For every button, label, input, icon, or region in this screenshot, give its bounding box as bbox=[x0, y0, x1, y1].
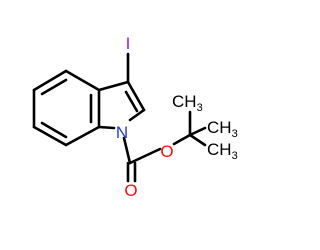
bond-c4-c5 bbox=[32, 69, 68, 92]
iodine-label: I bbox=[126, 34, 131, 53]
nitrogen-label: N bbox=[116, 123, 128, 142]
bond-c3a-c4 bbox=[64, 69, 101, 92]
methyl-top-label: CH3 bbox=[172, 92, 203, 114]
bond-c4-c5-inner bbox=[40, 78, 68, 96]
methyl-right-top-symbol: CH bbox=[207, 118, 232, 137]
bond-c3-c2 bbox=[126, 80, 146, 112]
methyl-right-bottom-label: CH3 bbox=[207, 140, 238, 162]
bond-c-o-ester bbox=[128, 147, 162, 165]
bond-o-c-tert bbox=[172, 133, 192, 146]
structure-diagram: I N O O CH3 CH3 CH3 bbox=[32, 34, 238, 200]
bond-c7-c7a bbox=[64, 125, 101, 147]
bond-c6-c7 bbox=[32, 125, 68, 147]
bond-c2-n1 bbox=[128, 108, 146, 122]
methyl-top-subscript: 3 bbox=[197, 102, 203, 114]
bond-c6-c7-inner bbox=[40, 121, 68, 139]
methyl-right-top-label: CH3 bbox=[207, 118, 238, 140]
bond-c3-c2-inner bbox=[124, 90, 139, 113]
methyl-right-bottom-symbol: CH bbox=[207, 140, 232, 159]
carbonyl-oxygen-label: O bbox=[124, 181, 137, 200]
atom-labels: I N O O CH3 CH3 CH3 bbox=[116, 34, 238, 200]
bond-ctert-me-right-top bbox=[188, 126, 207, 137]
methyl-right-bottom-subscript: 3 bbox=[232, 150, 238, 162]
bond-n1-c7a bbox=[97, 125, 116, 130]
methyl-right-top-subscript: 3 bbox=[232, 128, 238, 140]
methyl-top-symbol: CH bbox=[172, 92, 197, 111]
bond-n1-c-carbonyl bbox=[122, 136, 132, 165]
bond-ctert-me-right-bottom bbox=[188, 133, 207, 147]
bond-c3a-c3 bbox=[97, 80, 130, 92]
ester-oxygen-label: O bbox=[160, 142, 173, 161]
bonds bbox=[32, 52, 207, 183]
